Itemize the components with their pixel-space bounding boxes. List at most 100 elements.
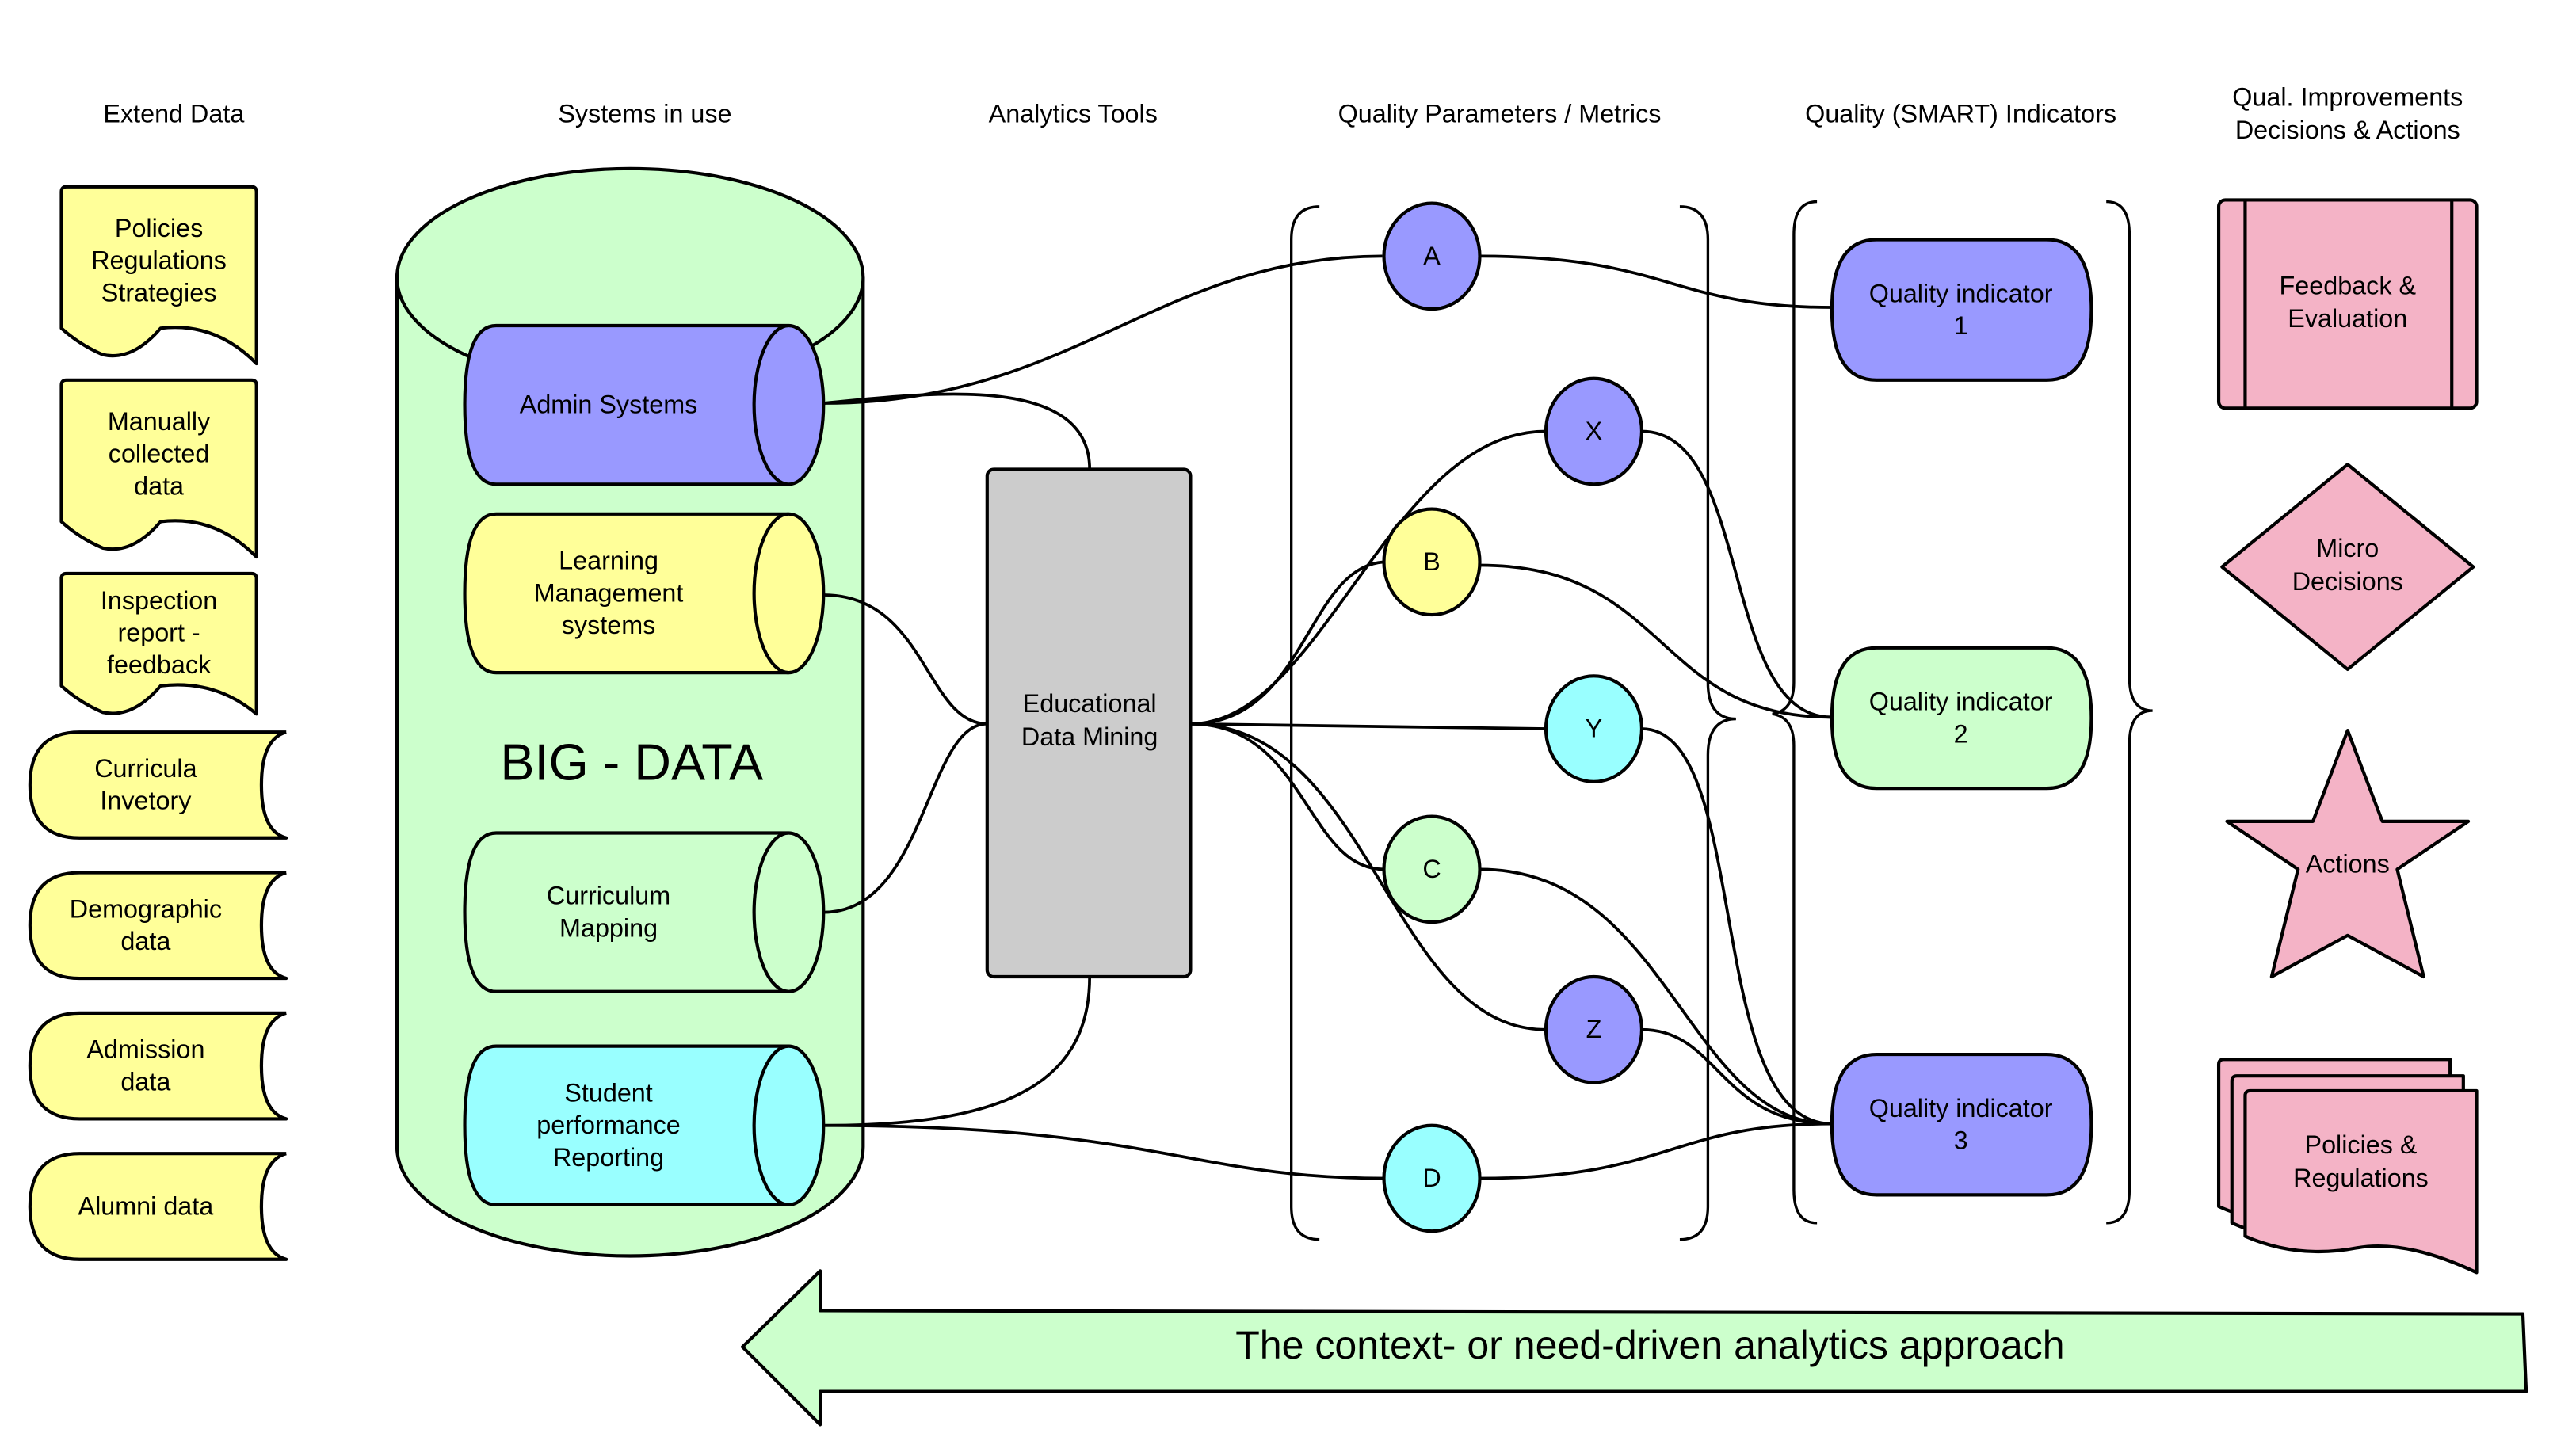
policies-label-line1: Policies & (2305, 1130, 2418, 1159)
parameter-node-c[interactable]: C (1382, 814, 1482, 924)
header-analytics-tools: Analytics Tools (989, 99, 1158, 128)
actions-label: Actions (2306, 850, 2390, 879)
header-improvements-line1: Qual. Improvements (2232, 83, 2463, 112)
extend-store-label-line2: data (120, 927, 170, 955)
extend-store-label-line1: Curricula (94, 754, 197, 783)
extend-store-label-line2: data (120, 1067, 170, 1096)
edge-edm-to-z (1190, 722, 1546, 1031)
system-label-line2: performance (536, 1111, 680, 1139)
edge-lms-to-edm (823, 593, 987, 726)
system-cylinder[interactable]: Admin Systems (463, 323, 826, 486)
indicator-label-line2: 1 (1954, 311, 1968, 340)
parameter-label: D (1422, 1164, 1441, 1192)
extend-document-label-line1: Policies (115, 214, 203, 242)
system-label-line1: Admin Systems (520, 391, 698, 419)
extend-document-label-line2: Regulations (91, 246, 227, 275)
parameter-label: Y (1586, 714, 1603, 742)
system-label-line1: Learning (559, 547, 658, 575)
extend-document-label-line1: Inspection (101, 586, 217, 615)
edm-label-line1: Educational (1023, 689, 1157, 718)
parameter-label: B (1423, 547, 1441, 576)
edge-edm-to-b (1190, 560, 1384, 726)
extend-store-label-line1: Alumni data (78, 1191, 214, 1220)
parameter-label: C (1422, 855, 1441, 883)
edge-b-to-qi2 (1479, 563, 1832, 719)
extend-document-label-line3: data (134, 471, 184, 500)
edge-student-to-d (823, 1123, 1384, 1180)
header-smart-indicators: Quality (SMART) Indicators (1805, 99, 2116, 128)
parameter-node-y[interactable]: Y (1544, 674, 1644, 783)
edge-c-to-qi3 (1479, 867, 1832, 1126)
parameter-node-d[interactable]: D (1382, 1123, 1482, 1233)
indicator-label-line1: Quality indicator (1869, 688, 2053, 716)
parameter-label: A (1423, 242, 1441, 270)
header-improvements-line2: Decisions & Actions (2235, 116, 2460, 144)
quality-indicator-3[interactable]: Quality indicator 3 (1830, 1052, 2093, 1197)
edge-d-to-qi3 (1479, 1122, 1832, 1180)
edge-edm-to-y (1190, 722, 1546, 730)
quality-indicator-1[interactable]: Quality indicator 1 (1830, 238, 2093, 382)
context-driven-arrow: The context- or need-driven analytics ap… (740, 1269, 2528, 1427)
feedback-label-line1: Feedback & (2280, 271, 2417, 299)
connectors (823, 254, 1832, 1180)
edge-a-to-qi1 (1479, 254, 1832, 309)
header-quality-parameters: Quality Parameters / Metrics (1338, 99, 1662, 128)
micro-decisions-line2: Decisions (2292, 567, 2403, 596)
actions-star[interactable]: Actions (2225, 729, 2471, 979)
edge-z-to-qi3 (1641, 1027, 1832, 1126)
header-extend-data: Extend Data (103, 99, 244, 128)
extend-document-label-line3: feedback (107, 650, 212, 679)
extend-document-label-line2: collected (109, 440, 210, 468)
extend-data-store[interactable]: Admission data (28, 1011, 288, 1121)
extend-document[interactable]: Manually collected data (59, 378, 258, 559)
edge-admin-to-edm (823, 392, 1092, 470)
edge-y-to-qi3 (1641, 727, 1832, 1126)
extend-store-label-line2: Invetory (100, 787, 192, 815)
edge-edm-to-c (1190, 722, 1384, 871)
parameter-label: X (1586, 417, 1603, 445)
edge-admin-to-a (823, 254, 1383, 405)
indicator-label-line1: Quality indicator (1869, 1094, 2053, 1122)
system-label-line2: Management (534, 578, 684, 607)
header-systems-in-use: Systems in use (558, 99, 731, 128)
quality-indicator-2[interactable]: Quality indicator 2 (1830, 646, 2093, 791)
big-data-label: BIG - DATA (500, 734, 763, 791)
parameter-node-z[interactable]: Z (1544, 974, 1644, 1084)
micro-decisions-line1: Micro (2316, 534, 2379, 562)
extend-document-label-line1: Manually (108, 407, 211, 436)
parameter-node-b[interactable]: B (1382, 507, 1482, 617)
system-label-line1: Student (564, 1078, 652, 1107)
extend-data-store[interactable]: Alumni data (28, 1152, 288, 1261)
edge-curriculum-to-edm (823, 722, 987, 914)
indicator-label-line1: Quality indicator (1869, 279, 2053, 307)
indicator-label-line2: 3 (1954, 1126, 1968, 1154)
parameters-bracket (1290, 205, 1736, 1241)
edge-student-to-edm (823, 976, 1092, 1127)
parameter-node-x[interactable]: X (1544, 376, 1644, 486)
micro-decisions-diamond[interactable]: Micro Decisions (2220, 463, 2475, 672)
parameter-label: Z (1586, 1015, 1602, 1043)
policies-label-line2: Regulations (2293, 1164, 2429, 1192)
extend-document-label-line3: Strategies (101, 278, 217, 307)
edm-label-line2: Data Mining (1021, 722, 1158, 751)
feedback-evaluation-box[interactable]: Feedback & Evaluation (2216, 198, 2479, 410)
extend-store-label-line1: Admission (86, 1035, 204, 1064)
parameter-node-a[interactable]: A (1382, 201, 1482, 311)
indicators-bracket (1772, 200, 2153, 1225)
system-label-line3: Reporting (553, 1143, 664, 1172)
educational-data-mining-box[interactable]: Educational Data Mining (985, 467, 1193, 979)
edge-x-to-qi2 (1641, 429, 1832, 719)
feedback-label-line2: Evaluation (2288, 304, 2407, 333)
policies-regulations-multidoc[interactable]: Policies & Regulations (2216, 1058, 2479, 1275)
system-label-line2: Mapping (559, 913, 658, 942)
system-label-line3: systems (562, 611, 656, 639)
indicator-label-line2: 2 (1954, 719, 1968, 748)
